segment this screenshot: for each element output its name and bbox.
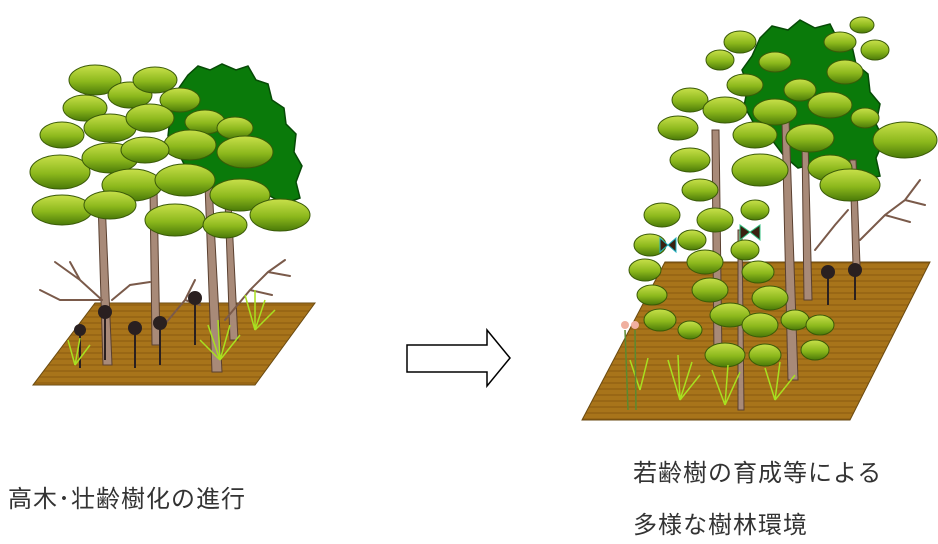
right-bare-branches (814, 179, 926, 251)
left-dark-weeds (74, 291, 202, 368)
right-ground-plane (581, 261, 931, 421)
transition-arrow (406, 327, 511, 389)
right-caption-line-1: 若齢樹の育成等による (633, 459, 883, 487)
left-grass (67, 290, 276, 366)
left-ground-plane (31, 302, 316, 386)
right-caption-line-2: 多様な樹林環境 (633, 511, 808, 539)
left-forest-scene (29, 63, 316, 386)
butterfly-icon (739, 224, 761, 242)
butterfly-icon (659, 236, 677, 254)
right-young-tree-foliage (628, 229, 835, 368)
right-canopy (643, 16, 938, 233)
right-flower-plant (621, 321, 639, 411)
left-canopy (29, 64, 311, 239)
right-forest-scene (581, 16, 938, 421)
right-arrow-icon (406, 327, 511, 389)
left-caption: 高木･壮齢樹化の進行 (8, 485, 246, 513)
right-dark-weeds (821, 263, 862, 305)
right-butterflies (659, 224, 761, 254)
